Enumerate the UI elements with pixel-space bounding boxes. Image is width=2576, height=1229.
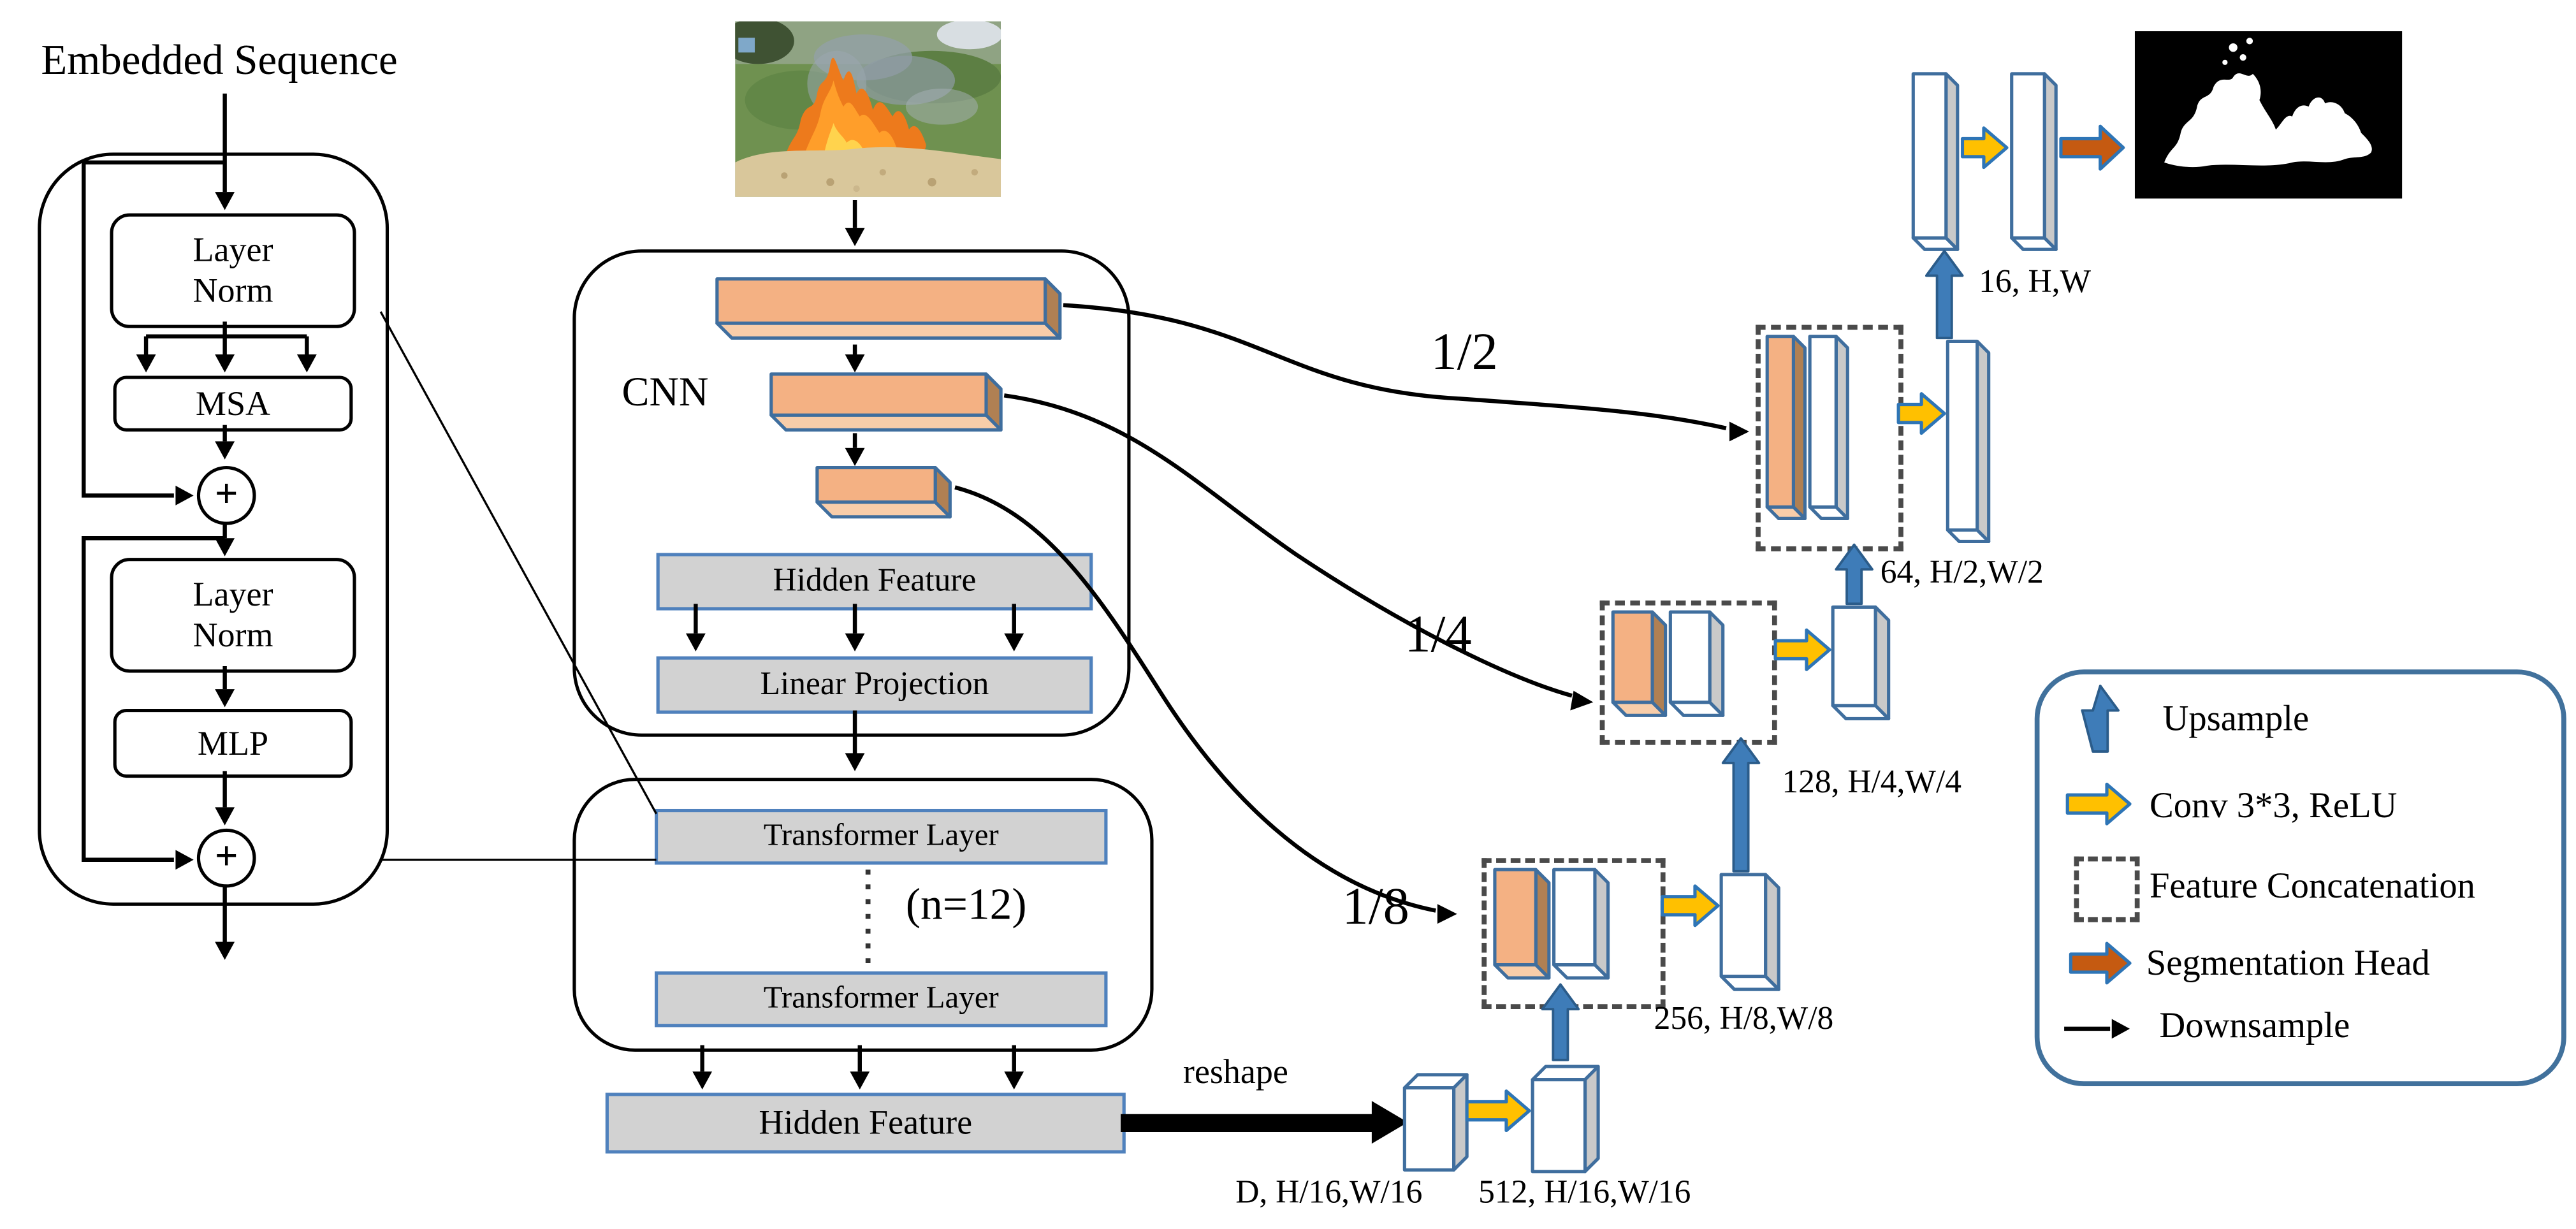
- transformer-layer-box-top: Transformer Layer: [655, 808, 1108, 865]
- add-node-2: +: [196, 828, 256, 888]
- legend-label-upsample: Upsample: [2162, 697, 2310, 739]
- cnn-label: CNN: [622, 370, 709, 416]
- add-node-1: +: [196, 466, 256, 525]
- conv512-feature-box: [1531, 1065, 1600, 1174]
- transformer-layer-top-label: Transformer Layer: [763, 818, 999, 854]
- concat-box-half: [1756, 324, 1903, 551]
- conv-arrow-h16: [1465, 1089, 1531, 1133]
- transformer-layer-box-bottom: Transformer Layer: [655, 971, 1108, 1028]
- upsample-arrow-64: [1835, 543, 1874, 606]
- dim-label-512-h16: 512, H/16,W/16: [1478, 1174, 1691, 1211]
- hidden-feature-top-label: Hidden Feature: [773, 562, 977, 599]
- hidden-feature-box-bottom: Hidden Feature: [605, 1093, 1126, 1154]
- conv-arrow-eighth: [1660, 884, 1720, 927]
- legend-label-seghead: Segmentation Head: [2146, 942, 2430, 983]
- mlp-label: MLP: [197, 722, 269, 762]
- conv-arrow-half: [1896, 392, 1946, 435]
- conv-output-box-eighth: [1719, 873, 1780, 991]
- input-fire-image: [735, 21, 1001, 197]
- hidden-feature-bottom-label: Hidden Feature: [759, 1102, 973, 1142]
- layer-norm-bottom-label: Layer Norm: [193, 574, 273, 655]
- skip-label-eighth: 1/8: [1342, 876, 1409, 936]
- conv-output-box-half: [1946, 339, 1991, 543]
- mlp-box: MLP: [113, 708, 353, 778]
- full-res-feature-box-1: [1911, 72, 1960, 251]
- concat-box-icon: [2074, 856, 2140, 922]
- msa-box: MSA: [113, 375, 353, 432]
- reshape-arrow: [1121, 1101, 1408, 1144]
- reshaped-feature-box: [1402, 1073, 1469, 1172]
- layer-norm-top-label: Layer Norm: [193, 229, 273, 310]
- layer-norm-box-bottom: Layer Norm: [110, 558, 356, 673]
- conv-arrow-quarter: [1773, 628, 1831, 671]
- concat-box-eighth: [1481, 858, 1666, 1010]
- upsample-arrow-128: [1721, 737, 1761, 873]
- segmentation-head-arrow: [2059, 124, 2125, 171]
- add-symbol-1: +: [214, 472, 238, 517]
- legend-box: [2034, 669, 2566, 1086]
- dim-label-d-h16: D, H/16,W/16: [1235, 1174, 1423, 1211]
- skip-label-quarter: 1/4: [1404, 604, 1472, 663]
- msa-label: MSA: [195, 383, 271, 423]
- left-block-title: Embedded Sequence: [41, 36, 398, 84]
- linear-projection-box: Linear Projection: [656, 656, 1093, 714]
- full-res-feature-box-2: [2010, 72, 2058, 251]
- conv-arrow-final: [1960, 126, 2009, 170]
- dim-label-256-h8: 256, H/8,W/8: [1654, 1001, 1834, 1037]
- hidden-feature-box-top: Hidden Feature: [656, 553, 1093, 611]
- add-symbol-2: +: [214, 835, 238, 880]
- legend-label-concat: Feature Concatenation: [2149, 864, 2475, 906]
- dim-label-128-h4: 128, H/4,W/4: [1782, 764, 1962, 801]
- mask-art: [2134, 31, 2403, 199]
- dim-label-64-h2: 64, H/2,W/2: [1880, 555, 2044, 591]
- repeat-count-label: (n=12): [905, 879, 1027, 929]
- skip-label-half: 1/2: [1430, 321, 1498, 381]
- transformer-layer-bottom-label: Transformer Layer: [763, 981, 999, 1016]
- linear-projection-label: Linear Projection: [760, 666, 989, 702]
- segmentation-mask-image: [2134, 31, 2403, 199]
- concat-box-quarter: [1599, 600, 1777, 745]
- legend-label-conv: Conv 3*3, ReLU: [2149, 784, 2398, 825]
- fire-photo-art: [735, 21, 1001, 197]
- reshape-label: reshape: [1182, 1051, 1288, 1091]
- downsample-curve-half: [1063, 303, 1727, 430]
- layer-norm-box-top: Layer Norm: [110, 213, 356, 328]
- conv-output-box-quarter: [1831, 605, 1891, 720]
- dim-label-16-h: 16, H,W: [1979, 264, 2092, 301]
- upsample-arrow-16: [1925, 249, 1964, 340]
- legend-label-downsample: Downsample: [2159, 1004, 2350, 1045]
